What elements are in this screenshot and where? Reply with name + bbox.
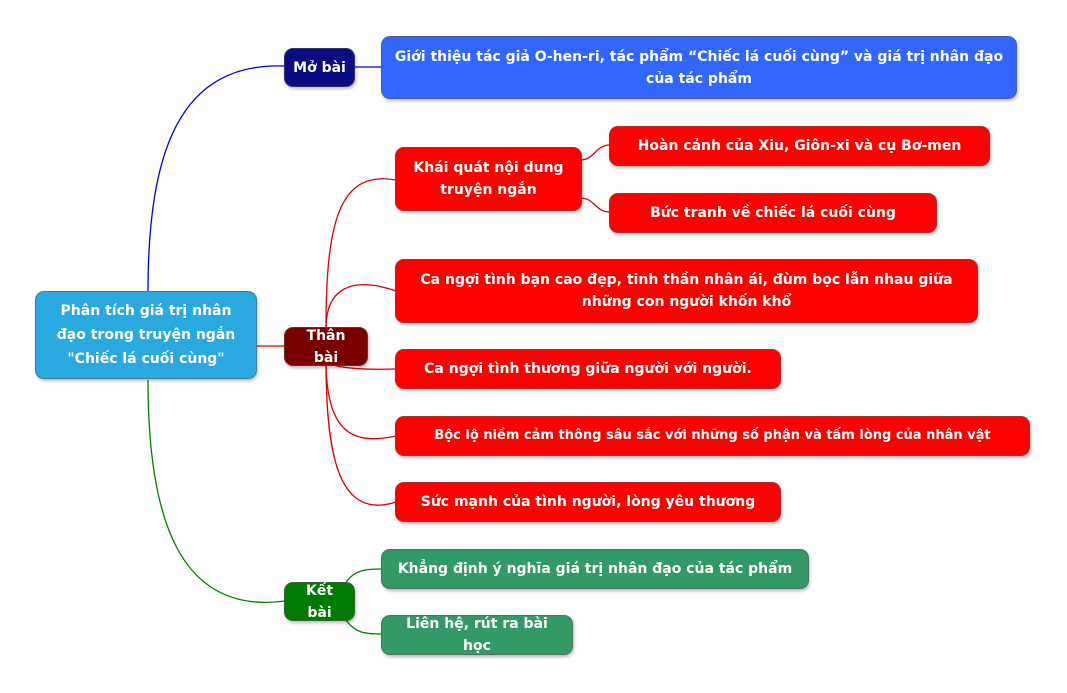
- overview-node[interactable]: Khái quát nội dung truyện ngắn: [395, 147, 582, 211]
- mo-bai-intro-node[interactable]: Giới thiệu tác giả O-hen-ri, tác phẩm “C…: [381, 36, 1017, 99]
- connector-root-ket-bai: [147, 379, 286, 603]
- section-than-bai-label: Thân bài: [306, 327, 346, 366]
- circumstance-node[interactable]: Hoàn cảnh của Xiu, Giôn-xi và cụ Bơ-men: [609, 126, 990, 166]
- affirm-node[interactable]: Khẳng định ý nghĩa giá trị nhân đạo của …: [381, 549, 809, 589]
- sympathy-node[interactable]: Bộc lộ niềm cảm thông sâu sắc với những …: [395, 416, 1030, 456]
- connector-ket-bai-affirm: [345, 568, 383, 583]
- section-mo-bai-label: Mở bài: [293, 59, 346, 76]
- circumstance-label: Hoàn cảnh của Xiu, Giôn-xi và cụ Bơ-men: [637, 138, 962, 154]
- section-ket-bai-label: Kết bài: [305, 582, 334, 621]
- connector-than-bai-strength: [325, 359, 397, 506]
- connector-root-mo-bai: [147, 65, 286, 293]
- root-topic-label: Phân tích giá trị nhân đạo trong truyện …: [56, 303, 236, 367]
- sympathy-label: Bộc lộ niềm cảm thông sâu sắc với những …: [434, 428, 991, 443]
- section-mo-bai[interactable]: Mở bài: [284, 48, 355, 87]
- lesson-label: Liên hệ, rút ra bài học: [406, 616, 548, 654]
- friendship-node[interactable]: Ca ngợi tình bạn cao đẹp, tinh thần nhân…: [395, 259, 978, 323]
- connector-ket-bai-lesson: [345, 619, 383, 635]
- strength-node[interactable]: Sức mạnh của tình người, lòng yêu thương: [395, 482, 781, 522]
- love-label: Ca ngợi tình thương giữa người với người…: [424, 361, 752, 377]
- mo-bai-intro-label: Giới thiệu tác giả O-hen-ri, tác phẩm “C…: [394, 48, 1004, 87]
- root-topic[interactable]: Phân tích giá trị nhân đạo trong truyện …: [35, 291, 257, 379]
- connector-overview-circumstance: [579, 144, 611, 161]
- painting-node[interactable]: Bức tranh về chiếc lá cuối cùng: [609, 193, 937, 233]
- connector-than-bai-overview: [325, 178, 397, 329]
- connector-than-bai-sympathy: [325, 359, 397, 440]
- friendship-label: Ca ngợi tình bạn cao đẹp, tinh thần nhân…: [420, 272, 953, 310]
- section-than-bai[interactable]: Thân bài: [284, 327, 368, 366]
- affirm-label: Khẳng định ý nghĩa giá trị nhân đạo của …: [397, 561, 793, 577]
- love-node[interactable]: Ca ngợi tình thương giữa người với người…: [395, 349, 781, 389]
- section-ket-bai[interactable]: Kết bài: [284, 582, 355, 621]
- lesson-node[interactable]: Liên hệ, rút ra bài học: [381, 615, 573, 655]
- strength-label: Sức mạnh của tình người, lòng yêu thương: [420, 494, 756, 510]
- connector-overview-painting: [579, 197, 611, 213]
- painting-label: Bức tranh về chiếc lá cuối cùng: [650, 205, 896, 221]
- connector-than-bai-friendship: [325, 284, 397, 329]
- overview-label: Khái quát nội dung truyện ngắn: [413, 160, 564, 198]
